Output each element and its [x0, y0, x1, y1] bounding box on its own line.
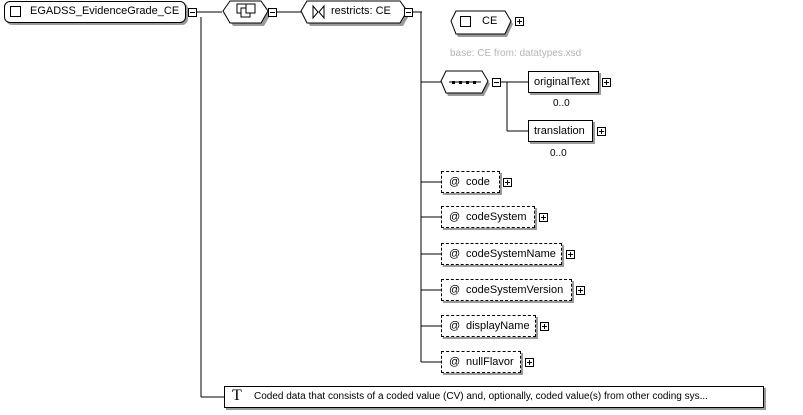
attribute-code-system-expand-toggle[interactable]	[539, 213, 548, 222]
element-translation[interactable]	[528, 120, 593, 142]
root-element[interactable]	[4, 1, 186, 23]
restriction-shape	[300, 0, 408, 24]
attribute-code[interactable]	[441, 171, 500, 193]
root-collapse-toggle[interactable]	[188, 8, 197, 17]
attribute-code-system-name: codeSystem	[466, 211, 527, 223]
attribute-code-system-version-name: codeSystemVersion	[466, 284, 564, 296]
attribute-code-system-version-expand-toggle[interactable]	[576, 286, 585, 295]
element-icon	[10, 6, 21, 17]
sequence-icon	[449, 81, 481, 84]
attribute-code-system-name[interactable]	[441, 243, 562, 265]
attribute-code-system[interactable]	[441, 206, 535, 228]
attribute-display-name-prefix: @	[449, 320, 461, 332]
attribute-display-name-name: displayName	[466, 320, 530, 332]
attribute-null-flavor-name: nullFlavor	[466, 356, 514, 368]
documentation-glyph: T	[232, 387, 242, 404]
element-original-text[interactable]	[528, 71, 599, 93]
attribute-null-flavor[interactable]	[441, 351, 521, 373]
restriction-collapse-toggle[interactable]	[404, 8, 413, 17]
base-type-expand-toggle[interactable]	[515, 17, 524, 26]
attribute-display-name[interactable]	[441, 315, 536, 337]
attribute-display-name-expand-toggle[interactable]	[540, 322, 549, 331]
element-original-text-expand-toggle[interactable]	[602, 78, 611, 87]
base-type-icon	[460, 16, 471, 27]
attribute-code-system-name-expand-toggle[interactable]	[566, 250, 575, 259]
root-element-name: EGADSS_EvidenceGrade_CE	[30, 5, 180, 17]
compositor-collapse-toggle[interactable]	[268, 8, 277, 17]
attribute-code-system-prefix: @	[449, 211, 461, 223]
sequence-collapse-toggle[interactable]	[492, 78, 501, 87]
attribute-code-system-version-prefix: @	[449, 284, 461, 296]
attribute-code-name: code	[466, 176, 490, 188]
choice-compositor-icon	[236, 3, 256, 18]
element-translation-name: translation	[534, 125, 585, 137]
attribute-code-system-version[interactable]	[441, 279, 572, 301]
base-type-name: CE	[482, 15, 498, 27]
element-original-text-occurs: 0..0	[553, 98, 570, 109]
attribute-code-prefix: @	[449, 176, 461, 188]
base-type-note: base: CE from: datatypes.xsd	[450, 48, 582, 59]
attribute-null-flavor-expand-toggle[interactable]	[525, 358, 534, 367]
element-translation-occurs: 0..0	[550, 148, 567, 159]
restriction-icon	[312, 4, 325, 20]
documentation-box	[224, 386, 764, 408]
attribute-code-system-name-name: codeSystemName	[466, 248, 556, 260]
restriction-label: restricts: CE	[331, 5, 391, 17]
attribute-code-system-name-prefix: @	[449, 248, 461, 260]
documentation-text: Coded data that consists of a coded valu…	[254, 391, 708, 402]
element-original-text-name: originalText	[534, 76, 590, 88]
attribute-null-flavor-prefix: @	[449, 356, 461, 368]
element-translation-expand-toggle[interactable]	[597, 127, 606, 136]
attribute-code-expand-toggle[interactable]	[503, 178, 512, 187]
